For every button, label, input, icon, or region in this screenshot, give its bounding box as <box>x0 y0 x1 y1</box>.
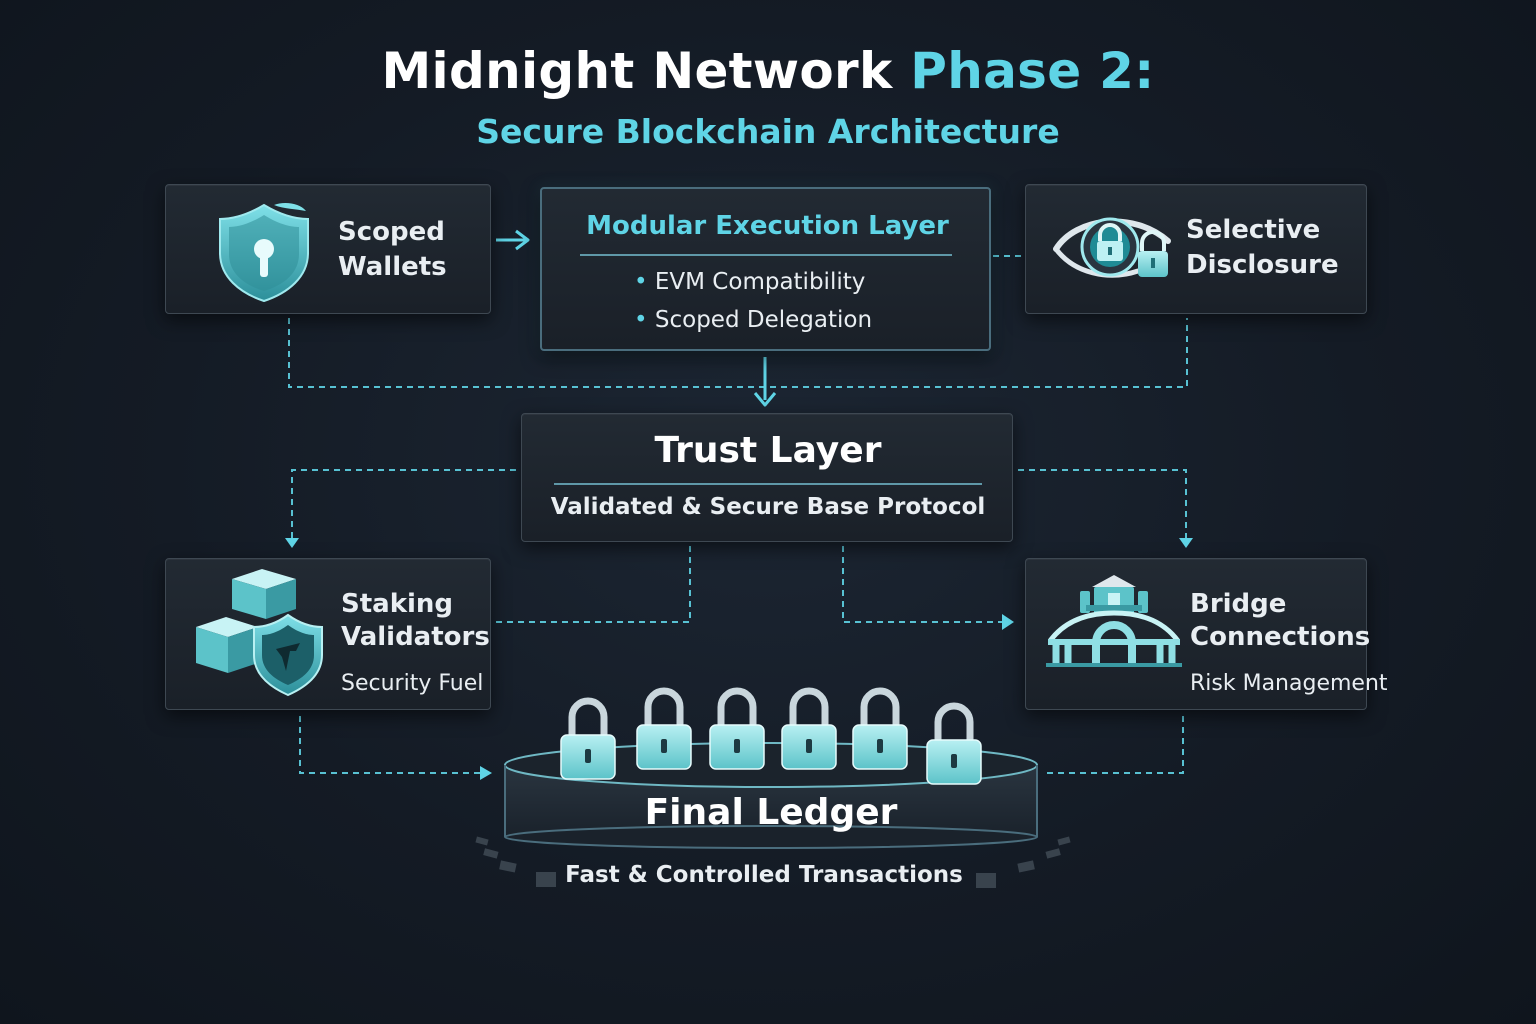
selective-disclosure-line2: Disclosure <box>1186 248 1339 283</box>
final-ledger-caption: Fast & Controlled Transactions <box>514 862 1014 888</box>
connector-trust-staking <box>292 470 516 540</box>
trust-layer-subtitle: Validated & Secure Base Protocol <box>522 494 1014 520</box>
staking-validators-card: Staking Validators Security Fuel <box>165 558 491 710</box>
padlock-icon <box>561 701 615 779</box>
execution-bullet-1: EVM Compatibility <box>634 269 865 295</box>
title-main-text: Midnight Network <box>382 42 893 100</box>
page-title: Midnight Network Phase 2: <box>0 42 1536 100</box>
trust-layer-title: Trust Layer <box>522 430 1014 471</box>
connector-trust-bridge-inner <box>843 546 1002 622</box>
execution-layer-divider <box>580 254 952 256</box>
staking-line1: Staking <box>341 587 453 622</box>
padlock-icon <box>853 691 907 769</box>
bridge-icon <box>1046 573 1182 679</box>
selective-disclosure-card: Selective Disclosure <box>1025 184 1367 314</box>
connector-trust-bridge <box>1018 470 1186 540</box>
trust-layer-card: Trust Layer Validated & Secure Base Prot… <box>521 413 1013 542</box>
bridge-line1: Bridge <box>1190 587 1286 622</box>
connector-trust-staking-inner <box>494 546 690 622</box>
padlock-icon <box>637 691 691 769</box>
staking-caption: Security Fuel <box>341 671 483 696</box>
scoped-wallets-line1: Scoped <box>338 215 445 250</box>
padlock-icon <box>710 691 764 769</box>
arrowhead-staking <box>285 538 299 548</box>
execution-layer-title: Modular Execution Layer <box>542 211 993 241</box>
staking-line2: Validators <box>341 620 490 655</box>
title-accent-text: Phase 2: <box>910 42 1154 100</box>
bridge-connections-card: Bridge Connections Risk Management <box>1025 558 1367 710</box>
trust-layer-divider <box>554 483 982 485</box>
connector-staking-ledger <box>300 716 480 773</box>
final-ledger-title: Final Ledger <box>571 792 971 833</box>
bridge-caption: Risk Management <box>1190 671 1388 696</box>
eye-lock-icon <box>1052 207 1174 293</box>
execution-layer-card: Modular Execution Layer EVM Compatibilit… <box>540 187 991 351</box>
stacked-blocks-shield-icon <box>192 567 326 699</box>
selective-disclosure-line1: Selective <box>1186 213 1320 248</box>
execution-bullet-2: Scoped Delegation <box>634 307 872 333</box>
arrowhead-bridge <box>1179 538 1193 548</box>
arrowhead-ledger-left <box>480 766 492 780</box>
scoped-wallets-card: Scoped Wallets <box>165 184 491 314</box>
scoped-wallets-line2: Wallets <box>338 250 447 285</box>
padlock-icon <box>927 706 981 784</box>
shield-keyhole-icon <box>214 199 314 303</box>
page-subtitle: Secure Blockchain Architecture <box>0 112 1536 151</box>
bridge-line2: Connections <box>1190 620 1370 655</box>
arrowhead-bridge-inner <box>1002 614 1014 630</box>
padlock-icon <box>782 691 836 769</box>
connector-bridge-ledger <box>1045 716 1183 773</box>
